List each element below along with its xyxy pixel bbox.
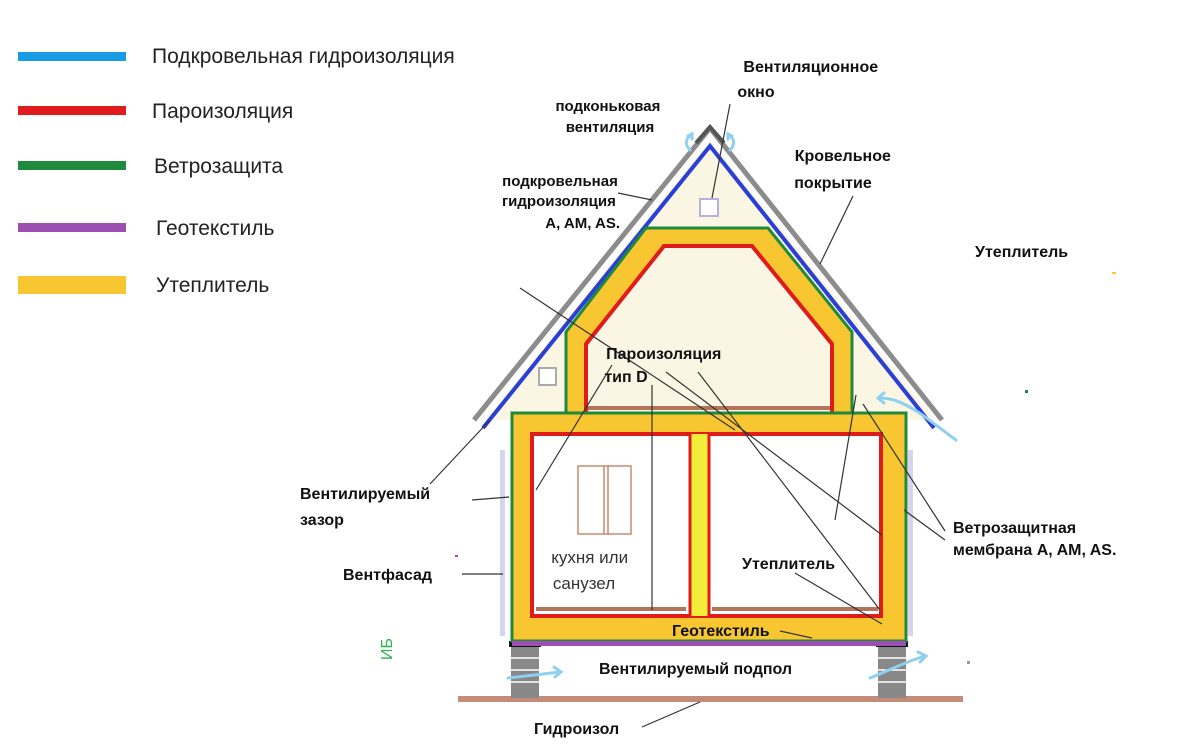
callout-insulation-mid: Утеплитель <box>742 556 835 573</box>
legend-label-roof-membrane: Подкровельная гидроизоляция <box>152 45 455 68</box>
legend-label-wind-barrier: Ветрозащита <box>154 155 283 178</box>
ground <box>458 696 963 702</box>
legend-swatch-vapor-barrier <box>18 106 126 115</box>
room-right <box>709 434 881 616</box>
facade-board-left <box>500 450 505 636</box>
pier-left <box>511 646 539 698</box>
attic-floor-board <box>588 406 830 410</box>
vent-window-icon <box>699 198 719 217</box>
callout-vent-gap: Вентилируемый зазор <box>300 486 435 529</box>
ground-line <box>458 696 963 702</box>
legend-swatch-roof-membrane <box>18 52 126 61</box>
legend-label-geotextile: Геотекстиль <box>156 217 274 240</box>
leader-lines <box>429 103 946 728</box>
attic-wind-barrier <box>564 226 854 414</box>
callout-waterproofing: Гидроизол <box>534 721 619 738</box>
callout-roof-membrane: подкровельная гидроизоляция A, AM, AS. <box>502 173 622 232</box>
callout-roof-covering: Кровельное покрытие <box>794 148 895 192</box>
callout-vapor-barrier: Пароизоляция тип D <box>604 346 726 386</box>
callout-insulation-top: Утеплитель <box>975 244 1068 261</box>
facade-board-right <box>908 450 913 636</box>
room-label: кухня или санузел <box>551 548 633 593</box>
roof <box>472 123 944 430</box>
decorative-specks <box>455 272 1116 664</box>
legend-swatch-geotextile <box>18 223 126 232</box>
callout-vent-subfloor: Вентилируемый подпол <box>599 661 792 678</box>
geotextile-layer <box>512 641 906 646</box>
airflow-arrow-subfloor-left <box>506 670 562 680</box>
roof-membrane-line <box>481 142 936 430</box>
partition-insulation <box>690 434 709 616</box>
callout-wind-membrane: Ветрозащитная мембрана A, AM, AS. <box>953 520 1116 559</box>
callout-vent-facade: Вентфасад <box>343 567 432 584</box>
airflow-arrows <box>506 131 958 680</box>
legend-swatch-insulation <box>18 276 126 294</box>
attic-vapor-barrier <box>584 244 834 414</box>
attic-fill <box>486 140 935 420</box>
floor-board-left <box>536 607 686 611</box>
gable-vent-icon <box>538 367 557 386</box>
ridge-cap <box>694 123 726 145</box>
callouts: подконьковая вентиляция Вентиляционное о… <box>300 59 1116 738</box>
airflow-arrow-eave-right <box>878 396 958 442</box>
room-window-icon <box>577 465 632 535</box>
legend: Подкровельная гидроизоляция Пароизоляция… <box>18 45 455 297</box>
callout-geotextile: Геотекстиль <box>672 623 770 640</box>
floor-board-right <box>712 607 878 611</box>
callout-ridge-vent: подконьковая вентиляция <box>555 98 664 136</box>
legend-label-insulation: Утеплитель <box>156 274 269 297</box>
airflow-arrow-subfloor-right <box>868 654 927 680</box>
legend-swatch-wind-barrier <box>18 161 126 170</box>
callout-vent-window: Вентиляционное окно <box>737 59 882 101</box>
main-floor <box>500 411 913 646</box>
legend-label-vapor-barrier: Пароизоляция <box>152 100 293 123</box>
author-initials: ИБ <box>379 638 396 660</box>
attic-insulation-band <box>566 228 852 414</box>
attic-insulation <box>564 226 854 414</box>
